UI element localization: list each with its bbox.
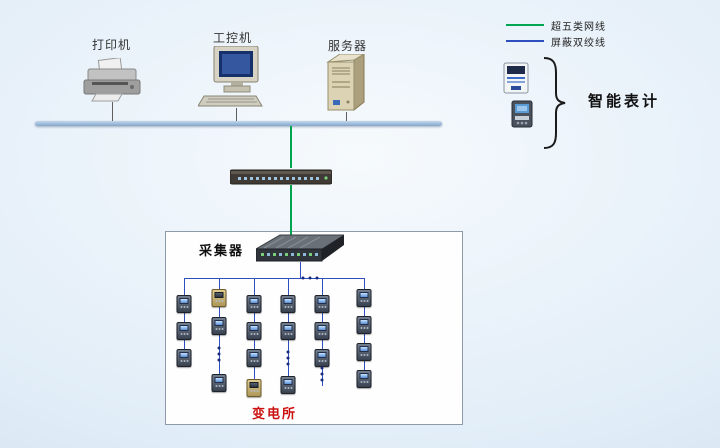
industrial-pc-label: 工控机 xyxy=(213,31,253,45)
meter-icon xyxy=(211,317,227,335)
wire xyxy=(236,108,237,121)
meter-icon xyxy=(176,322,192,340)
printer-icon xyxy=(82,58,142,102)
meter-icon xyxy=(280,376,296,394)
meter-icon xyxy=(314,349,330,367)
legend-line-cat5 xyxy=(506,24,544,26)
wire xyxy=(184,278,185,359)
collector-icon xyxy=(256,233,344,263)
meter-icon xyxy=(211,289,227,307)
printer-label: 打印机 xyxy=(92,38,132,52)
meter-icon xyxy=(314,295,330,313)
legend-label-stp: 屏蔽双绞线 xyxy=(551,37,606,49)
wire xyxy=(184,278,364,279)
industrial-pc-icon xyxy=(198,46,274,108)
ellipsis-dots xyxy=(217,346,221,362)
server-icon xyxy=(324,54,368,112)
ellipsis-dots xyxy=(286,350,290,366)
ellipsis-dots xyxy=(301,276,319,280)
meter-icon xyxy=(356,289,372,307)
meter-icon xyxy=(246,379,262,397)
meter-icon xyxy=(280,295,296,313)
wire xyxy=(112,102,113,121)
wire xyxy=(300,262,301,278)
network-bus xyxy=(35,121,442,126)
wire xyxy=(290,185,292,238)
wire xyxy=(346,112,347,121)
meter-icon xyxy=(246,322,262,340)
meter-icon xyxy=(246,295,262,313)
wire xyxy=(290,126,292,168)
meter-icon xyxy=(211,374,227,392)
legend-label-cat5: 超五类网线 xyxy=(551,21,606,33)
ellipsis-dots xyxy=(320,366,324,382)
legend-row-cat5: 超五类网线 xyxy=(506,19,606,33)
meter-icon xyxy=(356,370,372,388)
legend-row-stp: 屏蔽双绞线 xyxy=(506,35,606,49)
switch-icon xyxy=(230,168,332,185)
meter-icon xyxy=(246,349,262,367)
legend-line-stp xyxy=(506,40,544,42)
meter-icon xyxy=(314,322,330,340)
meter-icon xyxy=(356,316,372,334)
smart-meter-icon-a xyxy=(503,62,529,94)
meter-icon xyxy=(176,295,192,313)
substation-name: 变电所 xyxy=(252,407,298,422)
smart-meter-icon-b xyxy=(511,100,533,128)
meter-icon xyxy=(176,349,192,367)
server-label: 服务器 xyxy=(328,39,368,53)
smart-meters-label: 智能表计 xyxy=(588,92,661,110)
brace-icon xyxy=(542,56,568,150)
collector-label: 采集器 xyxy=(199,244,245,259)
meter-icon xyxy=(356,343,372,361)
meter-icon xyxy=(280,322,296,340)
